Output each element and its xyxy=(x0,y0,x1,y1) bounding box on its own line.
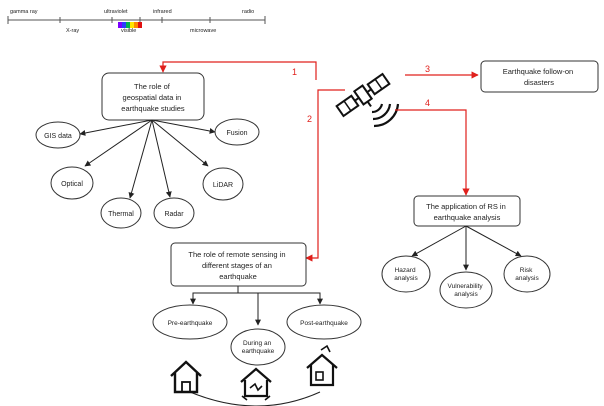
spectrum-label-ultraviolet: ultraviolet xyxy=(104,9,128,15)
damaged-house-icon xyxy=(240,367,272,401)
post-earthquake-node xyxy=(286,304,362,340)
spectrum-label-infrared: infrared xyxy=(153,9,172,15)
pre-earthquake-label: Pre-earthquake xyxy=(168,320,213,327)
visible-color-band xyxy=(118,22,142,28)
visible-band-segment xyxy=(134,22,138,28)
stage-connectors xyxy=(190,286,323,326)
during-earthquake-node xyxy=(230,328,286,366)
arrow-label-1: 1 xyxy=(292,67,297,77)
hazard-analysis-node xyxy=(381,255,431,293)
vulnerability-analysis-node xyxy=(439,271,493,309)
radar-label: Radar xyxy=(164,211,184,218)
arrow-label-4: 4 xyxy=(425,98,430,108)
lidar-label: LiDAR xyxy=(213,182,233,189)
spectrum-label-gamma: gamma ray xyxy=(10,9,38,15)
fusion-node xyxy=(214,118,260,146)
followon-disasters-box xyxy=(480,60,599,93)
spectrum-label-visible: visible xyxy=(121,28,136,34)
earthquake-stages-title: The role of remote sensing in different … xyxy=(188,250,287,281)
risk-analysis-label: Risk analysis xyxy=(515,267,539,282)
vulnerability-analysis-label: Vulnerability analysis xyxy=(448,283,485,298)
visible-band-segment xyxy=(130,22,134,28)
during-earthquake-label: During an earthquake xyxy=(242,340,275,355)
spectrum-bar: gamma ray ultraviolet infrared radio X-r… xyxy=(7,9,266,34)
radar-node xyxy=(153,197,195,229)
spectrum-label-microwave: microwave xyxy=(190,28,216,34)
fusion-label: Fusion xyxy=(226,130,247,137)
spectrum-label-radio: radio xyxy=(242,9,254,15)
arrow-label-2: 2 xyxy=(307,114,312,124)
signal-waves xyxy=(371,103,400,128)
post-earthquake-label: Post-earthquake xyxy=(300,320,348,327)
data-type-connectors xyxy=(79,119,216,199)
pre-earthquake-node xyxy=(152,304,228,340)
hazard-analysis-label: Hazard analysis xyxy=(394,267,418,282)
spectrum-label-xray: X-ray xyxy=(66,28,79,34)
gis-data-label: GIS data xyxy=(44,133,72,140)
analysis-connectors xyxy=(411,225,522,271)
optical-node xyxy=(50,166,94,200)
stage-cycle-arc xyxy=(189,391,321,406)
house-icon xyxy=(170,360,202,394)
rs-application-title: The application of RS in earthquake anal… xyxy=(426,202,508,222)
visible-band-segment xyxy=(118,22,122,28)
optical-label: Optical xyxy=(61,181,83,188)
satellite-icon xyxy=(335,72,391,118)
visible-band-segment xyxy=(126,22,130,28)
followon-disasters-title: Earthquake follow-on disasters xyxy=(503,67,576,87)
rebuild-house-icon xyxy=(306,344,338,387)
visible-band-segment xyxy=(138,22,142,28)
gis-data-node xyxy=(35,121,81,149)
geospatial-data-title: The role of geospatial data in earthquak… xyxy=(121,82,185,113)
red-connectors xyxy=(159,61,479,262)
visible-band-segment xyxy=(122,22,126,28)
thermal-node xyxy=(100,197,142,229)
lidar-node xyxy=(202,167,244,201)
risk-analysis-node xyxy=(503,255,551,293)
arrow-label-3: 3 xyxy=(425,64,430,74)
thermal-label: Thermal xyxy=(108,211,134,218)
